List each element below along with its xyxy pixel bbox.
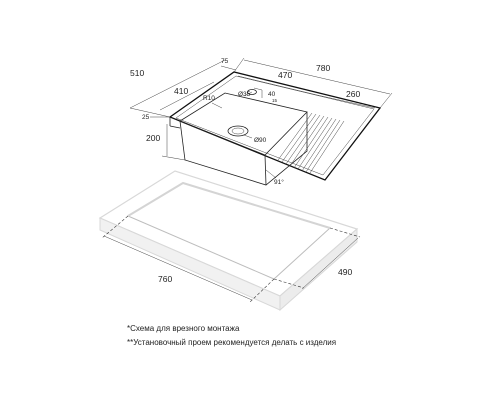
countertop bbox=[98, 170, 359, 312]
dim-tap-hole: Ø35 bbox=[238, 91, 251, 98]
installation-notes: *Схема для врезного монтажа **Установочн… bbox=[127, 322, 336, 349]
dim-bowl-height: 200 bbox=[146, 133, 160, 143]
sink-dimension-lines bbox=[129, 57, 393, 179]
dim-top-offset: 75 bbox=[221, 58, 229, 65]
dim-overall-width: 780 bbox=[316, 63, 330, 73]
dim-cutout-width: 760 bbox=[158, 274, 172, 284]
cutout-dimension-lines bbox=[101, 215, 361, 303]
tap-hole bbox=[247, 89, 257, 95]
dim-overall-depth: 510 bbox=[130, 68, 144, 78]
dim-tap-offset-y: 15 bbox=[272, 98, 278, 103]
dim-tap-offset-x: 40 bbox=[268, 91, 276, 98]
note-line-1: *Схема для врезного монтажа bbox=[127, 324, 240, 333]
dim-rim-offset: 25 bbox=[142, 114, 150, 121]
dim-bowl-length: 470 bbox=[278, 70, 292, 80]
cutout-dimension-labels: 760 490 bbox=[158, 267, 352, 284]
drain-hole bbox=[227, 125, 249, 137]
sink-dimension-labels: 780 510 75 470 260 410 25 R10 Ø35 40 15 … bbox=[130, 58, 360, 186]
dim-bowl-depth-top: 410 bbox=[174, 86, 188, 96]
dim-drain-diameter: Ø90 bbox=[254, 137, 267, 144]
dim-corner-radius: R10 bbox=[203, 95, 215, 102]
drainer-ribs bbox=[277, 112, 345, 174]
note-line-2: **Установочный проем рекомендуется делат… bbox=[127, 337, 337, 347]
dim-drainer-length: 260 bbox=[346, 89, 360, 99]
dim-drain-angle: 91° bbox=[274, 178, 284, 186]
dim-cutout-depth: 490 bbox=[338, 267, 352, 277]
